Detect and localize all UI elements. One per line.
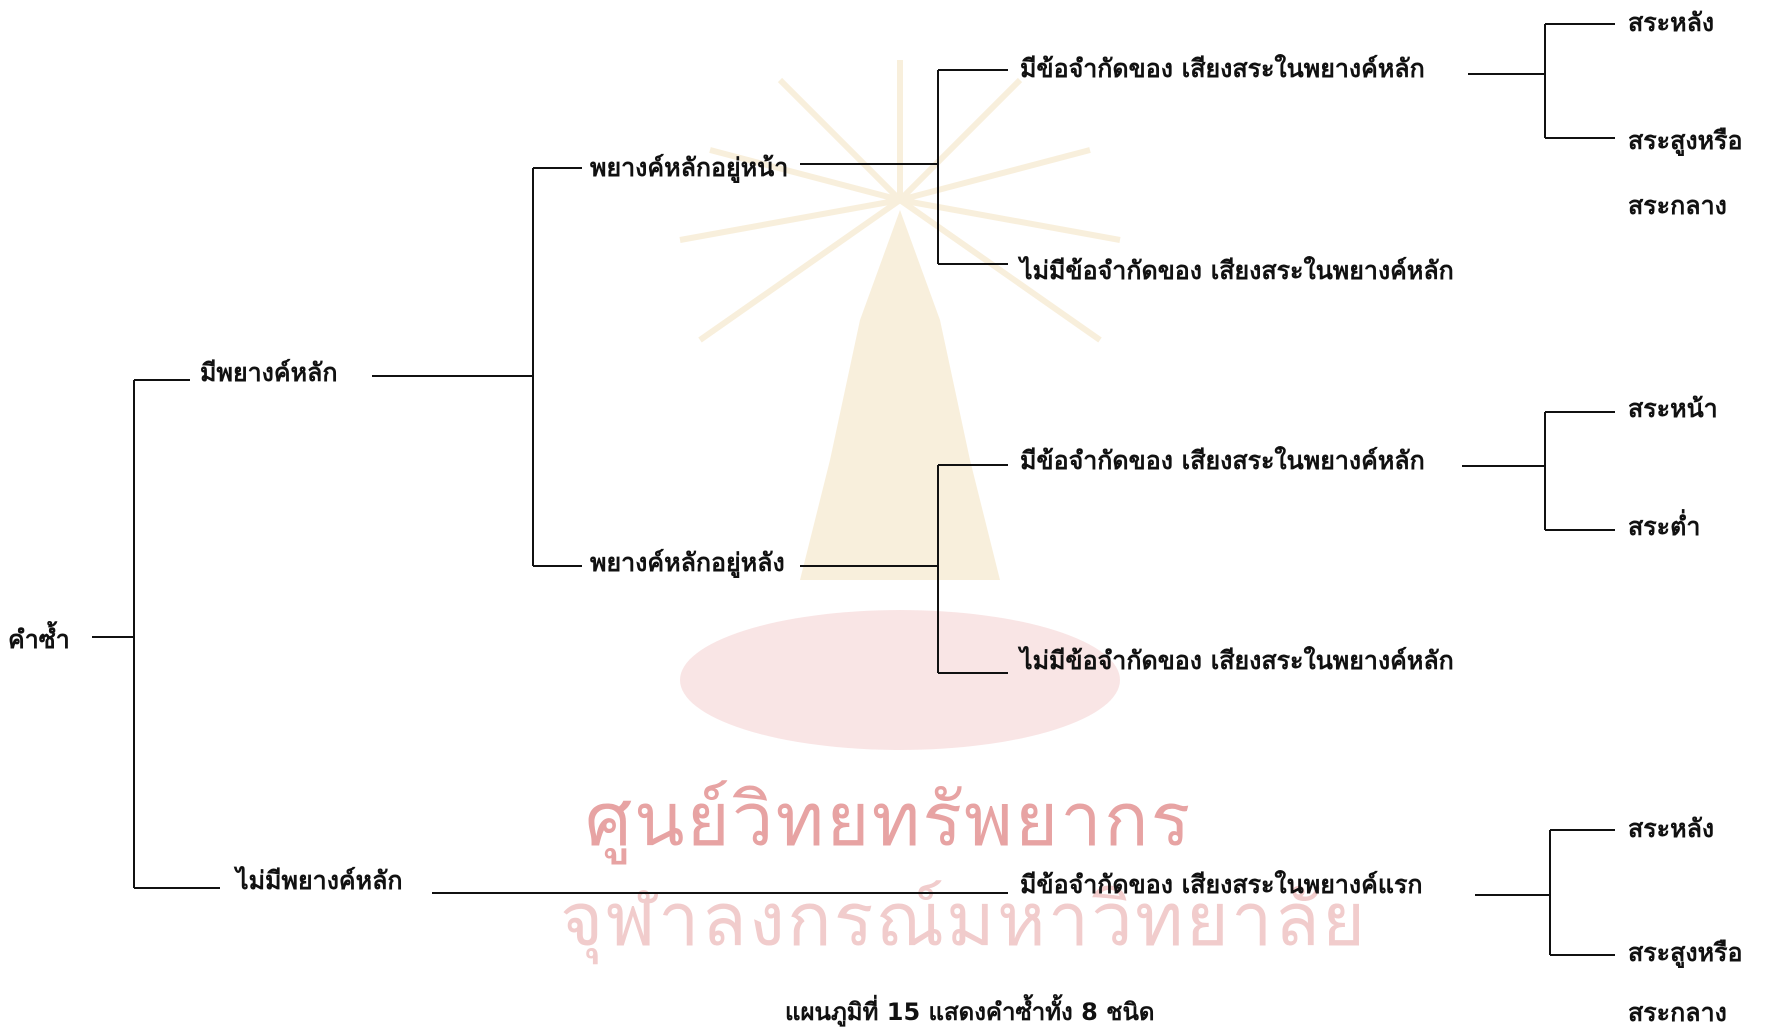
leaf-b-low-vowel: สระต่ำ <box>1628 512 1701 541</box>
node-main-syllable-back: พยางค์หลักอยู่หลัง <box>590 548 785 577</box>
node-no-main-syllable: ไม่มีพยางค์หลัก <box>236 866 403 895</box>
node-none-restricted: มีข้อจำกัดของ เสียงสระในพยางค์แรก <box>1020 870 1423 899</box>
node-has-main-syllable: มีพยางค์หลัก <box>200 358 338 387</box>
node-main-syllable-front: พยางค์หลักอยู่หน้า <box>590 153 789 182</box>
node-front-restricted: มีข้อจำกัดของ เสียงสระในพยางค์หลัก <box>1020 54 1425 83</box>
leaf-a-back-vowel: สระหลัง <box>1628 8 1715 37</box>
watermark-text-1: ศูนย์วิทยทรัพยากร <box>585 777 1193 863</box>
root-node: คำซ้ำ <box>8 625 70 654</box>
node-front-unrestricted: ไม่มีข้อจำกัดของ เสียงสระในพยางค์หลัก <box>1020 256 1454 285</box>
figure-caption: แผนภูมิที่ 15 แสดงคำซ้ำทั้ง 8 ชนิด <box>785 998 1155 1026</box>
leaf-a-mid: สระกลาง <box>1628 191 1727 220</box>
leaf-c-mid: สระกลาง <box>1628 998 1727 1027</box>
node-back-restricted: มีข้อจำกัดของ เสียงสระในพยางค์หลัก <box>1020 446 1425 475</box>
leaf-a-high-or: สระสูงหรือ <box>1628 126 1743 155</box>
leaf-c-back-vowel: สระหลัง <box>1628 814 1715 843</box>
leaf-c-high-or: สระสูงหรือ <box>1628 938 1743 967</box>
leaf-b-front-vowel: สระหน้า <box>1628 394 1718 423</box>
node-back-unrestricted: ไม่มีข้อจำกัดของ เสียงสระในพยางค์หลัก <box>1020 646 1454 675</box>
watermark-text-2: จุฬาลงกรณ์มหาวิทยาลัย <box>560 877 1368 963</box>
